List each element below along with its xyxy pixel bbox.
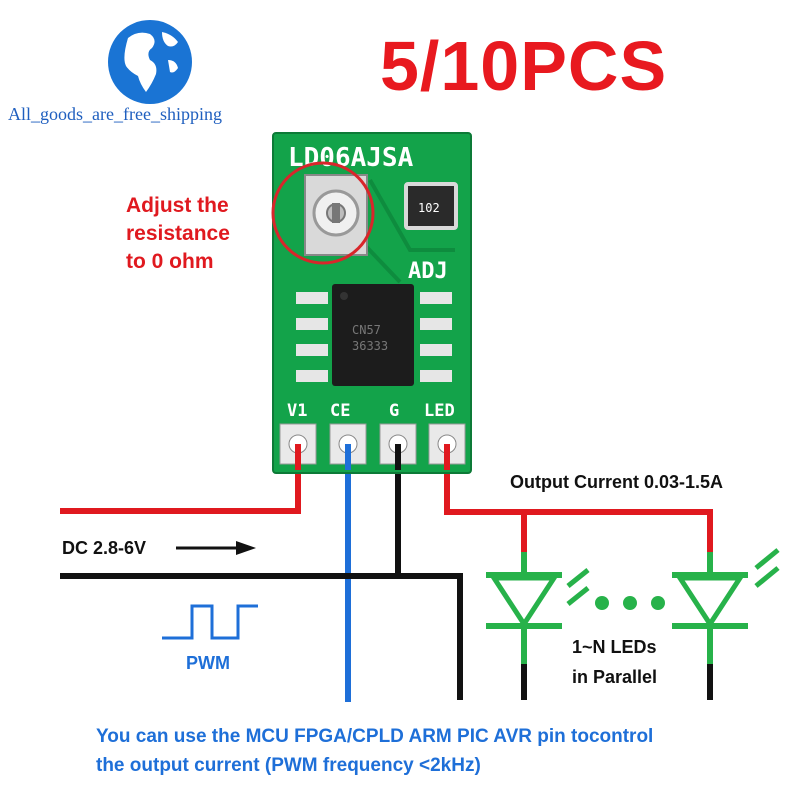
- board-model: LD06AJSA: [288, 143, 414, 173]
- arrow-right-icon: [176, 541, 256, 555]
- chip-marking-2: 36333: [352, 339, 388, 353]
- output-current-label: Output Current 0.03-1.5A: [510, 472, 724, 492]
- pin-label-v1: V1: [287, 401, 307, 421]
- pin-label-led: LED: [424, 401, 455, 421]
- led-diode-icon: [486, 552, 590, 700]
- resistor-code: 102: [418, 201, 440, 215]
- leds-label-line: 1~N LEDs: [572, 637, 657, 657]
- pin-label-ce: CE: [330, 401, 350, 421]
- chip-marking-1: CN57: [352, 323, 381, 337]
- globe-icon: [108, 20, 192, 104]
- leds-label-line: in Parallel: [572, 667, 658, 687]
- annotation-line: resistance: [126, 222, 230, 245]
- pwm-waveform-icon: [162, 604, 258, 640]
- annotation-line: Adjust the: [126, 194, 229, 217]
- quantity-headline: 5/10PCS: [380, 27, 668, 105]
- highlight-circle: [271, 161, 375, 265]
- usage-note: You can use the MCU FPGA/CPLD ARM PIC AV…: [96, 722, 653, 780]
- usage-note-line: the output current (PWM frequency <2kHz): [96, 755, 481, 776]
- led-diode-icon: [672, 548, 780, 700]
- adjust-annotation: Adjust the resistance to 0 ohm: [126, 192, 230, 276]
- pwm-label: PWM: [186, 653, 230, 673]
- pot-label: ADJ: [408, 259, 448, 284]
- usage-note-line: You can use the MCU FPGA/CPLD ARM PIC AV…: [96, 726, 654, 747]
- dc-input-label: DC 2.8-6V: [62, 538, 147, 558]
- leds-label: 1~N LEDs in Parallel: [572, 632, 657, 692]
- annotation-line: to 0 ohm: [126, 250, 214, 273]
- pin-label-g: G: [389, 401, 399, 421]
- store-name: All_goods_are_free_shipping: [8, 104, 222, 124]
- pcb-module: [272, 132, 472, 474]
